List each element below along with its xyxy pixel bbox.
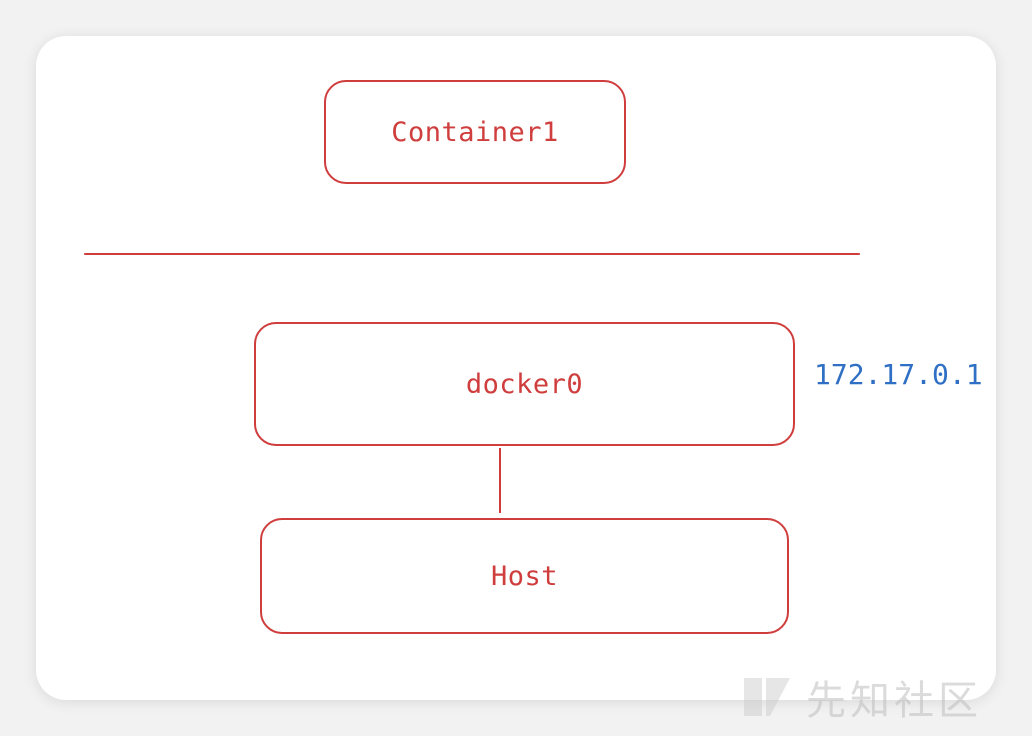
container1-label: Container1 — [391, 116, 559, 148]
watermark-text: 先知社区 — [806, 678, 982, 724]
namespace-divider-line — [84, 253, 860, 255]
docker0-host-connector — [499, 448, 501, 513]
container1-node: Container1 — [324, 80, 626, 184]
host-node: Host — [260, 518, 789, 634]
docker0-ip-label: 172.17.0.1 — [814, 358, 983, 391]
docker0-label: docker0 — [465, 368, 584, 400]
diagram-canvas: Container1 docker0 172.17.0.1 Host — [36, 36, 996, 700]
docker0-node: docker0 — [254, 322, 795, 446]
host-label: Host — [490, 560, 559, 592]
xianzhi-logo-icon — [744, 678, 790, 716]
watermark: 先知社区 — [740, 672, 1010, 724]
